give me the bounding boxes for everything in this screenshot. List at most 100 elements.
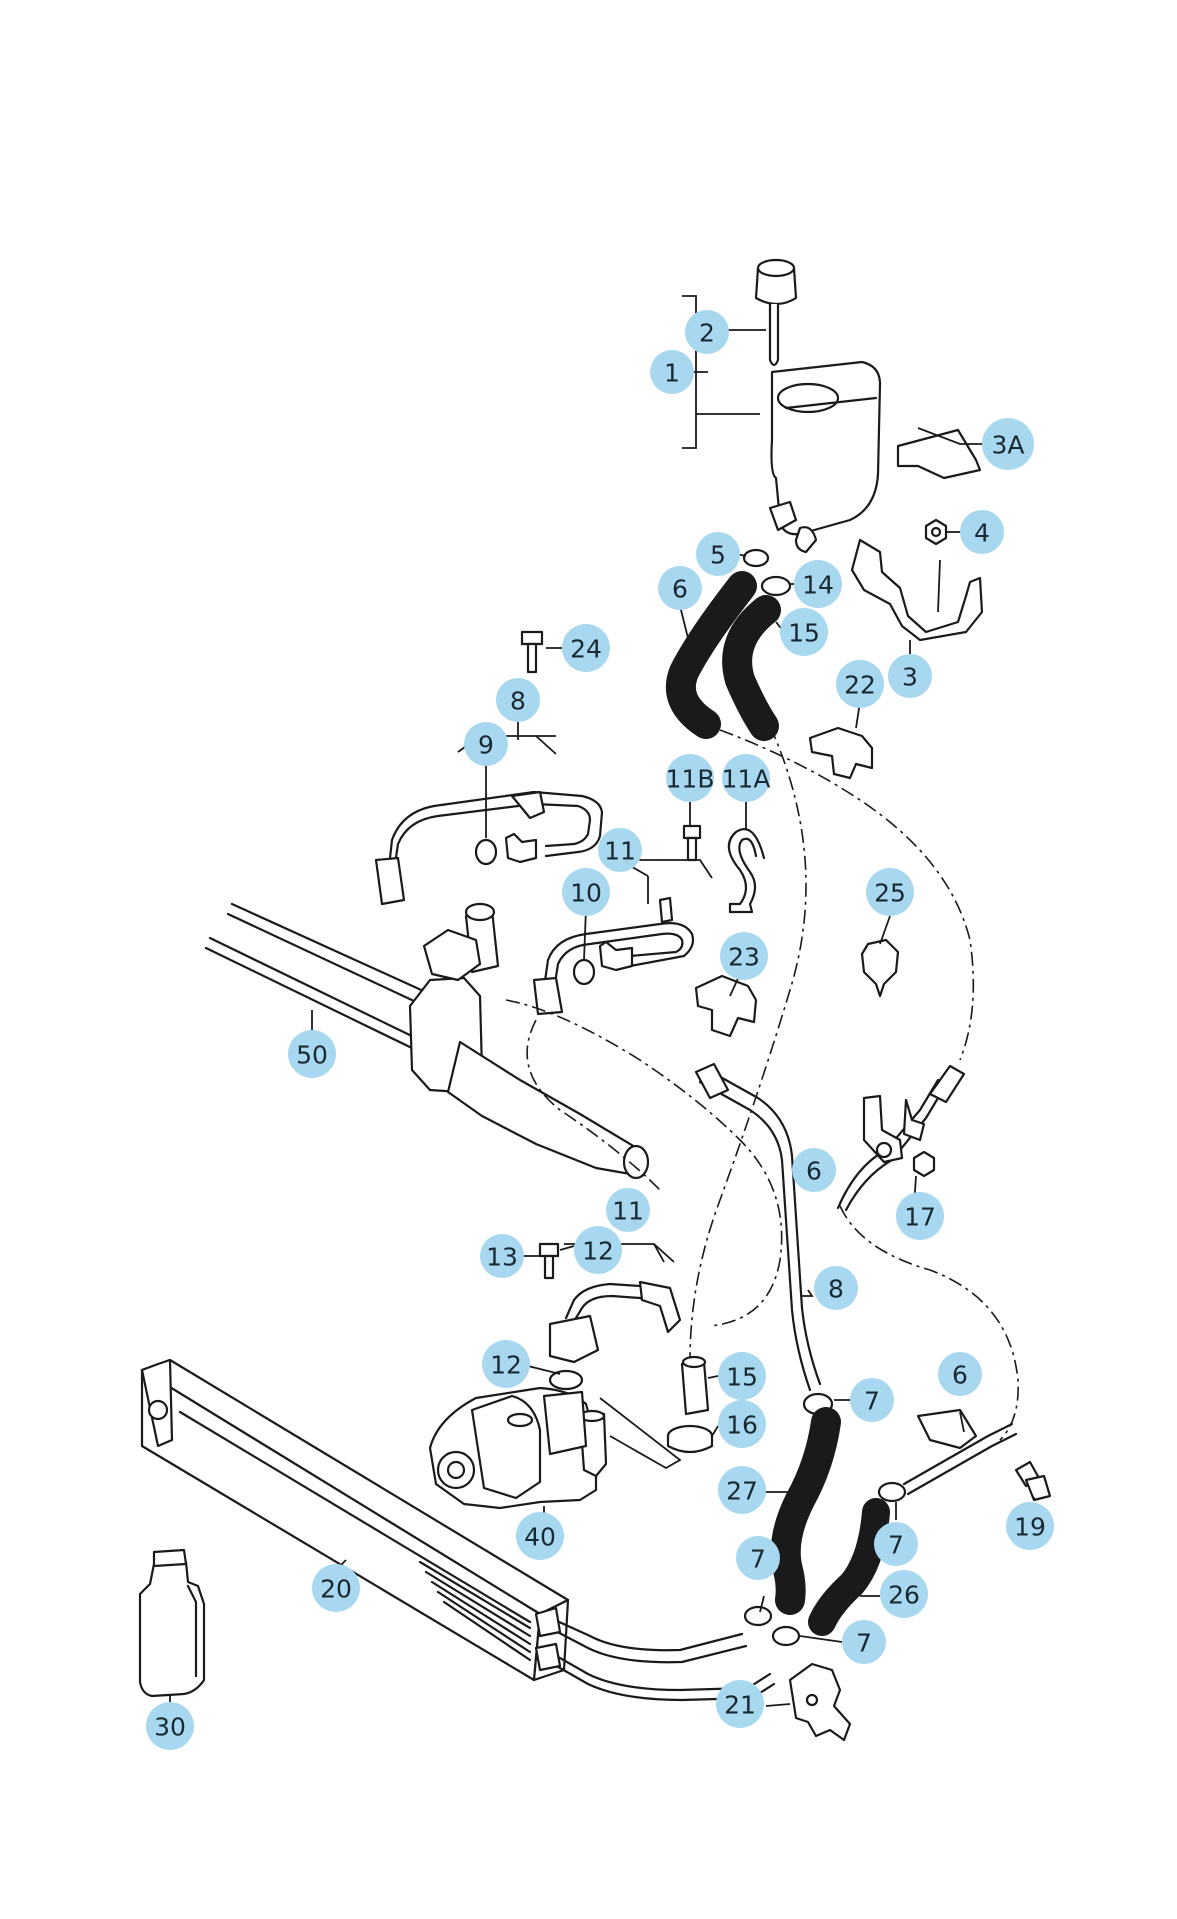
bolt-24: [520, 630, 544, 674]
o-ring-12: [548, 1369, 584, 1391]
callout-8a: 8: [496, 678, 540, 722]
callout-bubble: [598, 828, 642, 872]
route-line-c: [505, 999, 783, 1327]
fluid-reservoir: [768, 360, 882, 554]
callout-label: 14: [802, 571, 834, 600]
callout-bubble: [716, 1680, 764, 1728]
hose-clamp-7b: [877, 1481, 907, 1503]
callout-bubble: [866, 868, 914, 916]
callout-label: 6: [672, 575, 688, 604]
callout-24: 24: [562, 624, 610, 672]
callout-2: 2: [685, 310, 729, 354]
route-line-d: [526, 1019, 661, 1191]
callout-bubble: [850, 1378, 894, 1422]
callout-bubble: [562, 624, 610, 672]
callout-label: 11: [604, 837, 636, 866]
callout-6c: 6: [938, 1352, 982, 1396]
callout-label: 12: [582, 1237, 614, 1266]
callout-label: 9: [478, 731, 494, 760]
callout-22: 22: [836, 660, 884, 708]
cooler-lines: [534, 1606, 776, 1702]
callout-label: 7: [864, 1387, 880, 1416]
callout-label: 30: [154, 1713, 186, 1742]
callout-bubble: [312, 1564, 360, 1612]
callout-27: 27: [718, 1466, 766, 1514]
callout-label: 25: [874, 879, 906, 908]
callout-label: 11B: [666, 765, 715, 794]
return-line-6-lower: [902, 1408, 1018, 1496]
callout-bubble: [516, 1512, 564, 1560]
callout-bubble: [814, 1266, 858, 1310]
callout-bubble: [982, 418, 1034, 470]
callout-bubble: [496, 678, 540, 722]
callout-label: 6: [952, 1361, 968, 1390]
callout-bubble: [960, 510, 1004, 554]
callout-label: 3A: [991, 431, 1024, 460]
callout-9: 9: [464, 722, 508, 766]
callout-bubble: [792, 1148, 836, 1192]
callout-label: 19: [1014, 1513, 1046, 1542]
callout-40: 40: [516, 1512, 564, 1560]
callout-label: 20: [320, 1575, 352, 1604]
callout-8b: 8: [814, 1266, 858, 1310]
callout-12a: 12: [574, 1226, 622, 1274]
callout-23: 23: [720, 932, 768, 980]
callout-7a: 7: [850, 1378, 894, 1422]
pressure-line-8: [374, 790, 604, 906]
callout-bubble: [606, 1188, 650, 1232]
callout-bubble: [780, 608, 828, 656]
callout-label: 6: [806, 1157, 822, 1186]
callout-7d: 7: [842, 1620, 886, 1664]
callout-label: 5: [710, 541, 726, 570]
callout-5: 5: [696, 532, 740, 576]
bolt-19: [1014, 1460, 1052, 1502]
callout-label: 10: [570, 879, 602, 908]
callout-bubble: [574, 1226, 622, 1274]
hose-27: [772, 1409, 839, 1613]
bolt-11b: [682, 824, 702, 862]
o-ring-9: [474, 838, 498, 866]
callout-bubble: [146, 1702, 194, 1750]
hose-clamp-5: [742, 548, 770, 568]
callout-15a: 15: [780, 608, 828, 656]
callout-bubble: [794, 560, 842, 608]
steering-rack-50: [204, 902, 500, 1094]
callout-bubble: [880, 1570, 928, 1618]
callout-label: 8: [828, 1275, 844, 1304]
callout-bubble: [1006, 1502, 1054, 1550]
clip-25: [860, 938, 900, 998]
suction-hose-15: [724, 597, 779, 739]
callout-label: 7: [888, 1531, 904, 1560]
callout-bubble: [938, 1352, 982, 1396]
callout-bubble: [562, 868, 610, 916]
callout-bubble: [288, 1030, 336, 1078]
hose-15-lower: [680, 1355, 710, 1416]
callout-26: 26: [880, 1570, 928, 1618]
power-steering-pump-40: [428, 1386, 608, 1510]
callout-bubble: [464, 722, 508, 766]
callout-bubble: [888, 654, 932, 698]
fluid-bottle-30: [138, 1548, 206, 1698]
callout-label: 24: [570, 635, 602, 664]
callout-13: 13: [480, 1234, 524, 1278]
callout-11a: 11A: [722, 754, 770, 802]
callout-25: 25: [866, 868, 914, 916]
callout-50: 50: [288, 1030, 336, 1078]
callout-bubble: [650, 350, 694, 394]
callout-label: 12: [490, 1351, 522, 1380]
reservoir-cap-dipstick: [754, 258, 798, 367]
callout-label: 27: [726, 1477, 758, 1506]
callout-3a: 3A: [982, 418, 1034, 470]
callout-label: 50: [296, 1041, 328, 1070]
bracket-21: [788, 1662, 852, 1742]
callout-bubble: [720, 932, 768, 980]
hose-clamp-14: [760, 575, 792, 597]
leader-pump-clamp: [599, 1397, 682, 1470]
callout-16: 16: [718, 1400, 766, 1448]
callout-bubble: [718, 1466, 766, 1514]
callout-bubble: [696, 532, 740, 576]
pressure-line-11-lower: [548, 1280, 682, 1364]
callout-bubble: [722, 754, 770, 802]
hose-26: [810, 1500, 888, 1634]
